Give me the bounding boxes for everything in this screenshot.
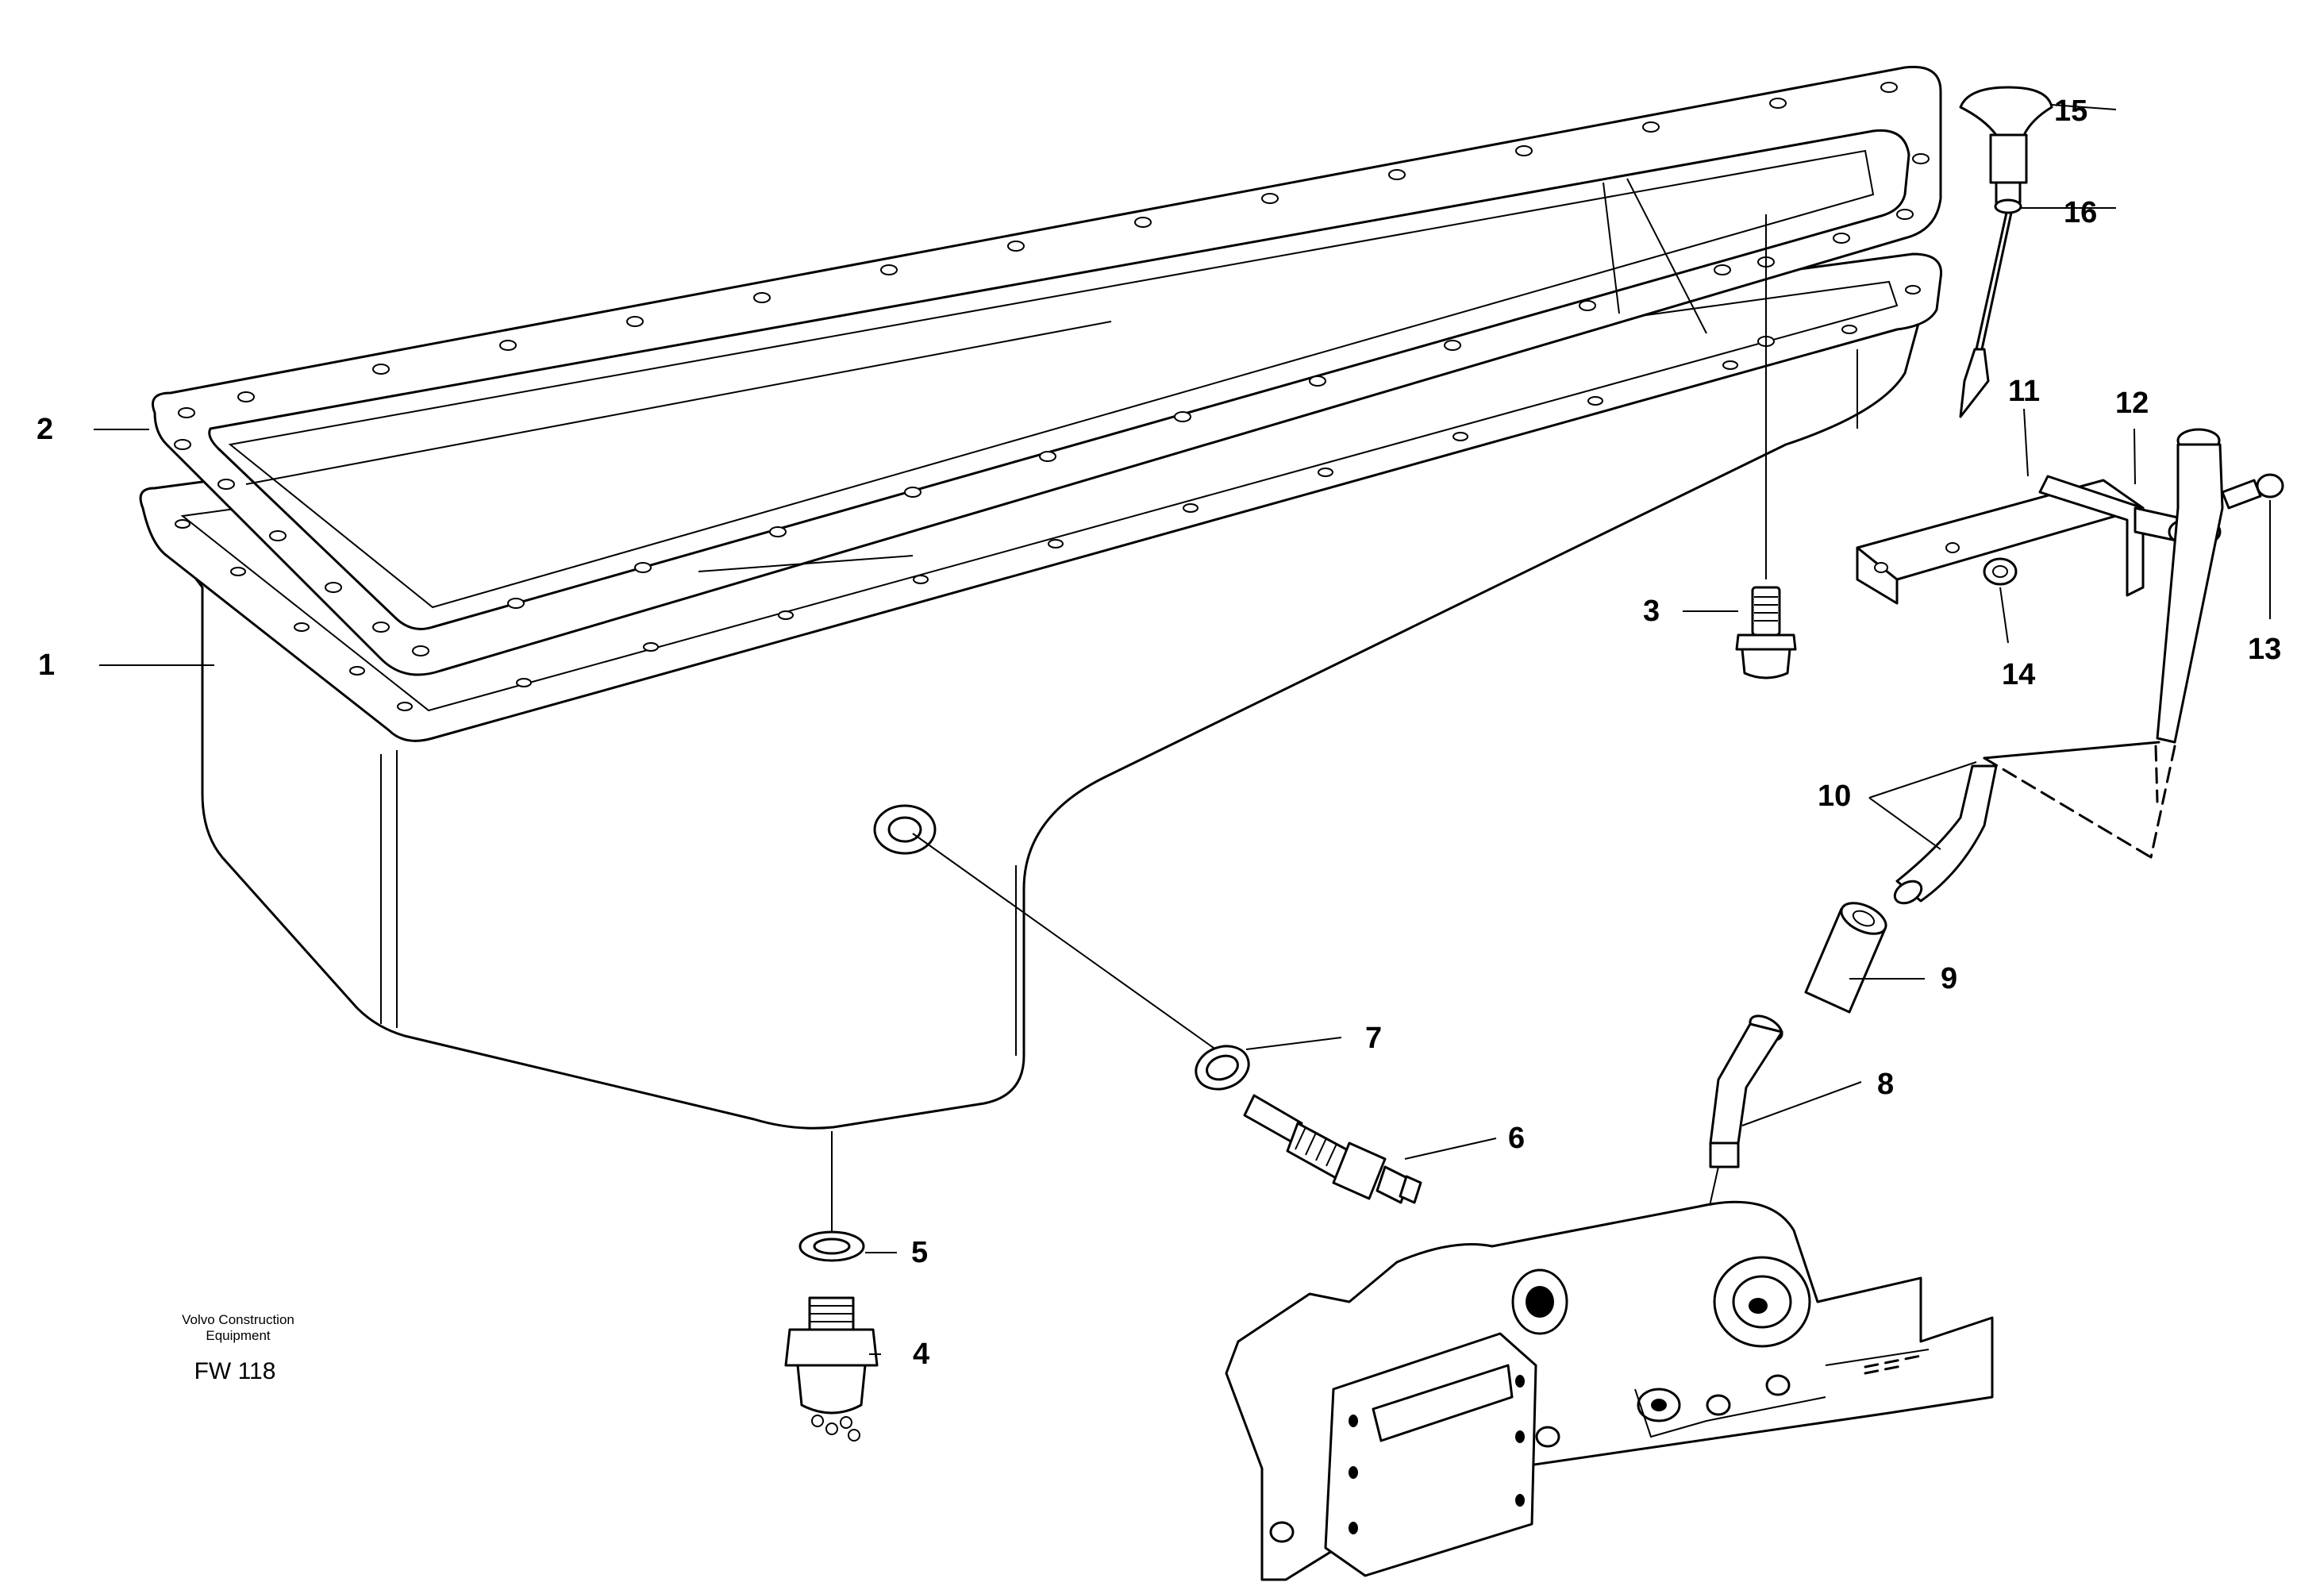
credit-line-1: Volvo Construction bbox=[182, 1312, 294, 1327]
callout-10: 10 bbox=[1818, 780, 1851, 813]
sensor-washer bbox=[1195, 1045, 1250, 1091]
tube-connector bbox=[1804, 902, 1887, 1014]
clamp-screw bbox=[2221, 473, 2284, 510]
engine-block-section bbox=[1225, 1200, 1994, 1581]
dipstick-handle bbox=[1959, 86, 2053, 204]
sump-flange-holes bbox=[175, 285, 1921, 711]
callout-8: 8 bbox=[1877, 1068, 1894, 1101]
credit-line-2: Equipment bbox=[206, 1328, 271, 1343]
callout-11: 11 bbox=[2008, 375, 2040, 408]
callout-15: 15 bbox=[2054, 94, 2087, 128]
sensor-port bbox=[873, 804, 1231, 1061]
drain-plug bbox=[784, 1296, 879, 1442]
gasket-holes bbox=[174, 82, 1930, 656]
callout-12: 12 bbox=[2115, 387, 2149, 420]
oil-level-sensor bbox=[1243, 1094, 1422, 1204]
callout-13: 13 bbox=[2248, 633, 2281, 666]
upper-dipstick-tube bbox=[1893, 428, 2224, 905]
sump-gasket bbox=[152, 65, 1942, 676]
callout-9: 9 bbox=[1941, 962, 1957, 995]
callout-7: 7 bbox=[1365, 1022, 1382, 1055]
flange-screw bbox=[1735, 214, 1797, 679]
drain-washer bbox=[798, 1230, 865, 1262]
callout-2: 2 bbox=[37, 413, 53, 446]
callout-1: 1 bbox=[38, 649, 55, 682]
callout-6: 6 bbox=[1508, 1122, 1525, 1155]
dipstick bbox=[1959, 198, 2022, 418]
callout-3: 3 bbox=[1643, 595, 1660, 628]
credit-block: Volvo Construction Equipment FW 118 bbox=[182, 1312, 294, 1384]
drawing-code: FW 118 bbox=[194, 1358, 276, 1384]
callout-14: 14 bbox=[2002, 658, 2035, 691]
bracket bbox=[1856, 475, 2145, 605]
callout-labels: 1 2 3 4 5 6 7 8 9 10 11 12 13 14 15 16 bbox=[37, 94, 2281, 1371]
bracket-nut bbox=[1983, 557, 2018, 586]
callout-5: 5 bbox=[911, 1236, 928, 1269]
leader-lines bbox=[94, 104, 2271, 1355]
callout-16: 16 bbox=[2064, 196, 2097, 229]
callout-4: 4 bbox=[913, 1338, 929, 1371]
